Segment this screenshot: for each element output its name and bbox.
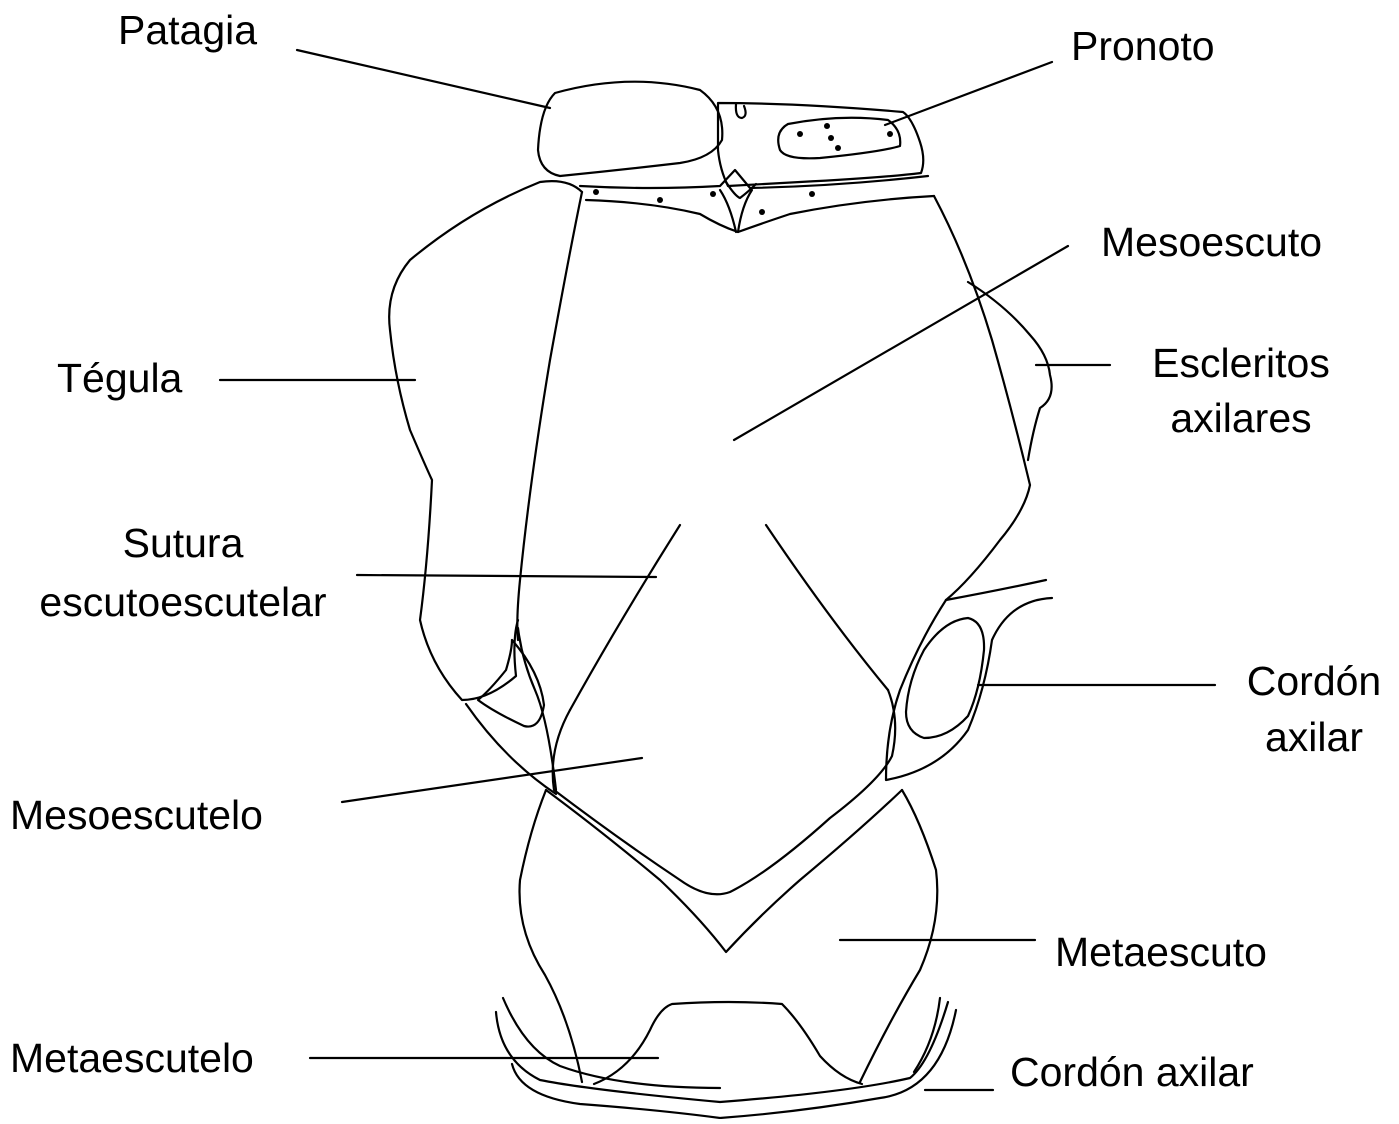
seta-dot — [657, 197, 663, 203]
tegula-outline — [389, 181, 582, 700]
label-mesoescutelo: Mesoescutelo — [10, 791, 263, 839]
seta-dot — [824, 123, 830, 129]
seta-dot — [809, 191, 815, 197]
axillary-cord-left-inner — [518, 628, 556, 790]
label-escleritos-axilares-line2: axilares — [1126, 394, 1356, 442]
mesoscutellum-outline — [553, 690, 895, 894]
label-cordon-axilar-right-line2: axilar — [1229, 713, 1399, 761]
pronotum-inner-lobe — [778, 118, 900, 159]
axillary-cord-left-loop — [478, 640, 544, 727]
leader-mesoescuto — [734, 246, 1068, 440]
label-cordon-axilar-right-line1: Cordón — [1229, 657, 1399, 705]
axillary-cord-right-upper — [946, 580, 1046, 600]
axillary-sclerites-outline — [968, 282, 1052, 460]
collar-median-v — [720, 182, 756, 232]
axillary-cord-left-outer — [466, 704, 556, 794]
leader-sutura — [357, 575, 656, 577]
seta-dot — [710, 191, 716, 197]
pronotum-outline — [718, 103, 923, 186]
label-pronoto: Pronoto — [1071, 22, 1215, 70]
leader-patagia — [297, 50, 550, 108]
seta-dot — [759, 209, 765, 215]
seta-dot — [797, 131, 803, 137]
patagia-outline — [538, 82, 722, 176]
label-tegula: Tégula — [57, 354, 182, 402]
axillary-cord-right-outer — [886, 598, 1052, 780]
scutoscutellar-suture-right — [766, 525, 888, 690]
label-mesoescuto: Mesoescuto — [1101, 218, 1322, 266]
label-escleritos-axilares-line1: Escleritos — [1126, 339, 1356, 387]
leader-mesoescutelo — [342, 758, 642, 802]
label-metaescuto: Metaescuto — [1055, 928, 1267, 976]
label-cordon-axilar-bottom: Cordón axilar — [1010, 1048, 1254, 1096]
label-sutura-line2: escutoescutelar — [8, 578, 358, 626]
leader-pronoto — [885, 62, 1052, 125]
mesoscutellum-band — [546, 790, 902, 952]
label-patagia: Patagia — [118, 6, 257, 54]
scutoscutellar-suture-left — [570, 525, 680, 710]
seta-dot — [887, 131, 893, 137]
label-metaescutelo: Metaescutelo — [10, 1034, 254, 1082]
metascutum-outline — [520, 790, 938, 1082]
seta-dot — [835, 145, 841, 151]
seta-dot — [828, 135, 834, 141]
seta-dot — [593, 189, 599, 195]
label-sutura-line1: Sutura — [8, 519, 358, 567]
metascutellum-outline — [594, 1002, 862, 1084]
pronotum-median-notch — [736, 104, 746, 118]
